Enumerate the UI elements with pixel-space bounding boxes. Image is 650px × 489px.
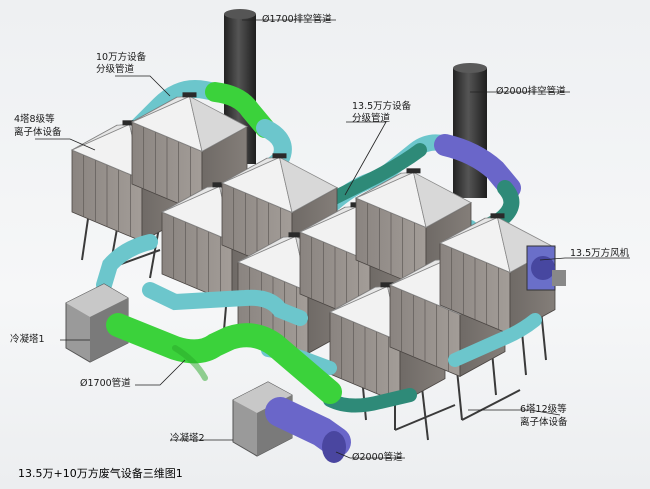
figure-caption: 13.5万+10万方废气设备三维图1 bbox=[18, 467, 183, 480]
label-cooling-tower-2: 冷凝塔2 bbox=[170, 433, 205, 444]
plasma-units bbox=[70, 92, 556, 405]
label-duct-2000: Ø2000管道 bbox=[352, 452, 403, 463]
label-branch-10w-1: 10万方设备 bbox=[96, 52, 147, 63]
label-chimney-1700: Ø1700排空管道 bbox=[262, 14, 332, 25]
label-tower4-1: 4塔8级等 bbox=[14, 114, 55, 125]
label-branch-13-5w-1: 13.5万方设备 bbox=[352, 101, 412, 112]
label-chimney-2000: Ø2000排空管道 bbox=[496, 86, 566, 97]
label-duct-1700: Ø1700管道 bbox=[80, 378, 131, 389]
duct-1700 bbox=[106, 313, 342, 404]
label-branch-13-5w-2: 分级管道 bbox=[352, 113, 391, 124]
label-tower6-2: 离子体设备 bbox=[520, 417, 568, 428]
label-branch-10w-2: 分级管道 bbox=[96, 64, 135, 75]
leader-lines bbox=[35, 19, 630, 459]
chimney-2000 bbox=[453, 63, 487, 198]
label-fan-13-5w: 13.5万方风机 bbox=[570, 248, 630, 259]
lower-pipes bbox=[96, 234, 542, 413]
duct-2000 bbox=[265, 397, 351, 463]
plasma-unit bbox=[438, 213, 556, 336]
label-cooling-tower-1: 冷凝塔1 bbox=[10, 334, 45, 345]
plasma-unit bbox=[354, 168, 472, 291]
label-tower6-1: 6塔12级等 bbox=[520, 404, 567, 415]
label-tower4-2: 离子体设备 bbox=[14, 127, 62, 138]
fan-unit bbox=[526, 245, 566, 291]
